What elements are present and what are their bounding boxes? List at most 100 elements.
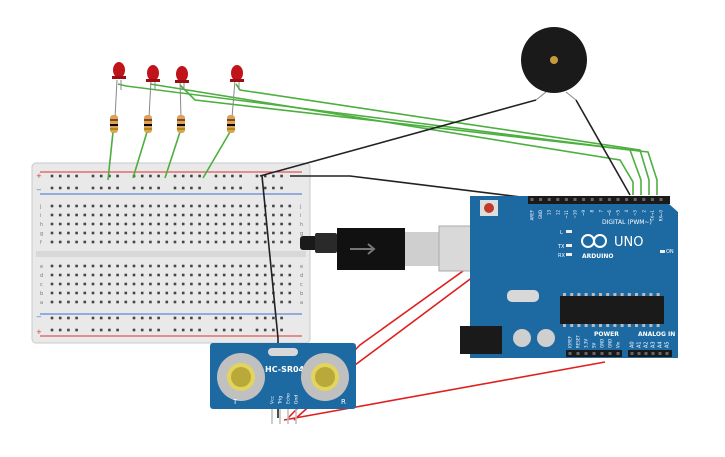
digital-pin-hole: [599, 198, 603, 201]
wire-bb-arduino-gnd[interactable]: [290, 175, 546, 201]
sensor-pin-label: Gnd: [294, 395, 300, 404]
digital-pin-hole: [539, 198, 543, 201]
digital-pin-label: 13: [547, 210, 552, 216]
led-4[interactable]: [230, 65, 244, 82]
piezo-buzzer-icon[interactable]: [521, 27, 587, 101]
power-header-label: POWER: [594, 331, 619, 338]
digital-pin-hole: [582, 198, 586, 201]
digital-pin-hole: [642, 198, 646, 201]
led-l-label: L: [560, 230, 563, 236]
svg-text:−: −: [36, 186, 42, 194]
sensor-pin-label: Echo: [286, 393, 292, 404]
svg-text:b: b: [40, 291, 43, 297]
digital-pin-hole: [633, 198, 637, 201]
led-3[interactable]: [175, 66, 189, 83]
svg-text:g: g: [40, 231, 43, 237]
svg-text:a: a: [300, 300, 303, 306]
wire-led3-pin3[interactable]: [179, 84, 658, 195]
resistor-4[interactable]: [227, 115, 235, 133]
svg-text:f: f: [40, 240, 42, 246]
svg-text:+: +: [36, 172, 42, 180]
digital-header[interactable]: [528, 196, 670, 204]
digital-pin-label: 8: [590, 210, 595, 213]
led-rx-label: RX: [558, 253, 565, 259]
digital-pin-label: 7: [598, 210, 603, 213]
led-leads: [114, 79, 240, 119]
wire-r1-bb[interactable]: [107, 131, 114, 181]
power-pin-label: GND: [600, 339, 605, 348]
svg-text:i: i: [300, 213, 301, 219]
power-jack[interactable]: [460, 326, 502, 354]
svg-text:c: c: [40, 282, 43, 288]
sensor-r-label: R: [341, 398, 346, 406]
digital-pin-hole: [564, 198, 568, 201]
svg-text:e: e: [40, 264, 43, 270]
resistor-2[interactable]: [144, 115, 152, 133]
digital-pin-hole: [659, 198, 663, 201]
wire-r2-bb[interactable]: [132, 131, 148, 179]
svg-text:+: +: [36, 328, 42, 336]
svg-text:c: c: [300, 282, 303, 288]
resistor-3[interactable]: [177, 115, 185, 133]
breadboard-holes: [50, 174, 292, 332]
breadboard[interactable]: + − − + jjiihhggffeeddccbbaa: [31, 162, 311, 344]
digital-pin-hole: [607, 198, 611, 201]
power-pin-label: GND: [608, 339, 613, 348]
arduino-logo-text: ARDUINO: [582, 253, 613, 260]
power-pin-label: IOREF: [568, 335, 573, 348]
board-brand: UNO: [614, 235, 643, 250]
svg-text:a: a: [40, 300, 43, 306]
svg-text:g: g: [300, 231, 303, 237]
digital-pin-label: TX→1: [650, 210, 655, 223]
digital-pin-label: GND: [538, 210, 543, 219]
wire-led2-pin6[interactable]: [149, 83, 634, 195]
digital-pin-hole: [616, 198, 620, 201]
analog-pin-label: A3: [651, 341, 657, 348]
digital-pin-label: 12: [555, 210, 560, 216]
sensor-model-label: HC-SR04: [265, 365, 305, 374]
analog-pin-label: A5: [665, 341, 671, 348]
crystal: [507, 290, 539, 302]
digital-pin-label: ~5: [616, 210, 621, 216]
digital-pin-label: ~11: [564, 210, 569, 219]
wire-buzzer-bb-gnd[interactable]: [259, 99, 537, 177]
digital-pin-label: 4: [624, 210, 629, 213]
led-2[interactable]: [146, 65, 160, 82]
power-pin-label: Vin: [616, 341, 621, 348]
analog-pin-label: A0: [630, 341, 636, 348]
black-wires[interactable]: [259, 99, 631, 418]
svg-text:b: b: [300, 291, 303, 297]
analog-pin-label: A2: [644, 341, 650, 348]
wire-r4-bb[interactable]: [202, 131, 231, 179]
svg-text:d: d: [300, 273, 303, 279]
led-tx-label: TX: [557, 244, 565, 250]
microcontroller-chip: [560, 296, 664, 324]
capacitor-1: [513, 329, 531, 347]
analog-header[interactable]: [628, 350, 672, 357]
wire-buzzer-pin[interactable]: [575, 99, 631, 196]
led-1[interactable]: [112, 62, 126, 79]
usb-icon: [350, 243, 376, 255]
reset-button-icon[interactable]: [484, 203, 494, 213]
digital-pin-hole: [547, 198, 551, 201]
svg-text:h: h: [300, 222, 303, 228]
digital-pin-label: ~6: [607, 210, 612, 216]
resistor-1[interactable]: [110, 115, 118, 133]
svg-text:j: j: [39, 204, 41, 210]
sensor-t-label: T: [232, 398, 238, 406]
digital-pin-hole: [530, 198, 534, 201]
wire-sensor-vcc[interactable]: [283, 361, 606, 421]
svg-text:j: j: [299, 204, 301, 210]
capacitor-2: [537, 329, 555, 347]
wire-r3-bb[interactable]: [164, 131, 181, 179]
digital-pin-hole: [573, 198, 577, 201]
infinity-logo-icon: [581, 234, 607, 248]
power-pin-label: RESET: [576, 335, 581, 348]
digital-pin-label: ~3: [633, 210, 638, 216]
analog-pin-label: A4: [658, 341, 664, 348]
sensor-pin-legs: [271, 409, 297, 424]
digital-pin-hole: [590, 198, 594, 201]
